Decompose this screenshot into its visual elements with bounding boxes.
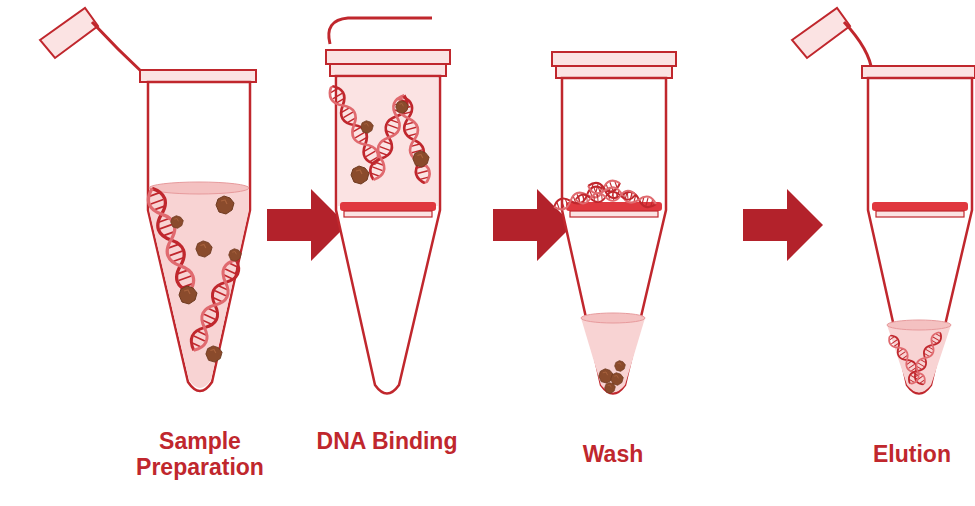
step-label: Sample Preparation xyxy=(105,428,295,480)
tube-sample xyxy=(40,8,256,391)
step-label: Elution xyxy=(857,441,967,467)
step-label: Wash xyxy=(548,441,678,467)
step-label: DNA Binding xyxy=(312,428,462,454)
tube-binding xyxy=(326,18,450,394)
tube-elution xyxy=(792,8,975,394)
tube-wash xyxy=(552,52,676,394)
